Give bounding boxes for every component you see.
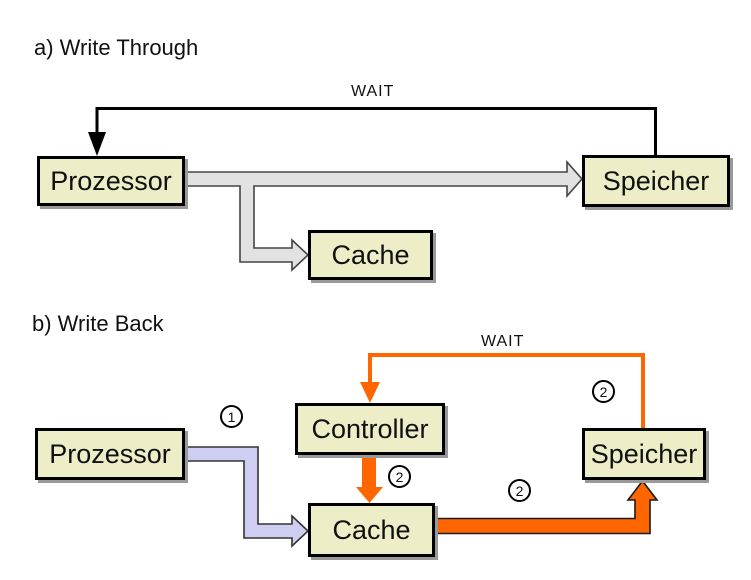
- step-marker-2-cache: 2: [388, 465, 411, 488]
- node-controller-b: Controller: [295, 403, 445, 455]
- gray-write-arrow-a: [184, 159, 584, 272]
- section-a-title: a) Write Through: [34, 35, 199, 60]
- node-speicher-b-label: Speicher: [590, 438, 698, 469]
- node-cache-b: Cache: [308, 503, 435, 557]
- wait-feedback-arrowhead-a: [88, 132, 106, 156]
- node-cache-a-label: Cache: [331, 239, 410, 270]
- node-cache-b-label: Cache: [332, 514, 411, 545]
- step-marker-1-label: 1: [227, 408, 236, 425]
- wait-feedback-line-a: [95, 107, 657, 155]
- wait-feedback-line-b: [368, 353, 645, 428]
- lavender-write-arrow-b: [184, 446, 310, 548]
- node-prozessor-a-label: Prozessor: [50, 165, 172, 196]
- wait-label-b: WAIT: [481, 333, 525, 350]
- step-marker-1: 1: [220, 405, 243, 428]
- step-marker-2-speicher: 2: [592, 380, 615, 403]
- cache-to-speicher-arrow: [434, 479, 659, 535]
- node-controller-b-label: Controller: [311, 413, 429, 444]
- step-marker-2-speicher-label: 2: [599, 383, 608, 400]
- step-marker-2-writeback-label: 2: [515, 482, 524, 499]
- node-prozessor-b-label: Prozessor: [49, 438, 171, 469]
- node-speicher-a: Speicher: [582, 155, 730, 207]
- step-marker-2-cache-label: 2: [395, 468, 404, 485]
- step-marker-2-writeback: 2: [508, 479, 531, 502]
- wait-feedback-arrowhead-b: [360, 382, 380, 403]
- node-speicher-a-label: Speicher: [602, 165, 710, 196]
- section-b-title: b) Write Back: [32, 311, 164, 336]
- controller-to-cache-arrow: [356, 455, 383, 503]
- wait-label-a: WAIT: [351, 83, 395, 100]
- node-cache-a: Cache: [308, 230, 433, 280]
- node-prozessor-b: Prozessor: [35, 428, 185, 480]
- node-prozessor-a: Prozessor: [37, 156, 185, 206]
- node-speicher-b: Speicher: [582, 428, 706, 480]
